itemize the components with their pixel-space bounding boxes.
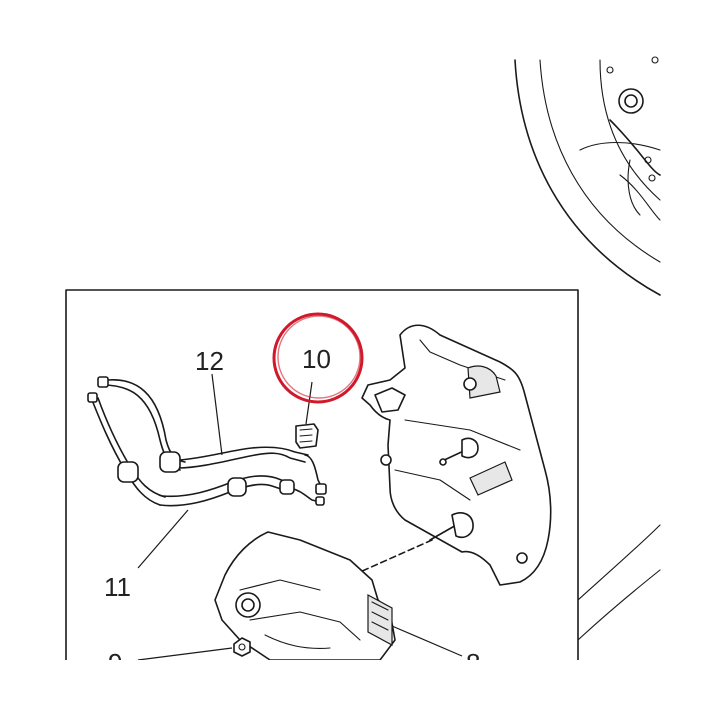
hose-12-end-cap	[97, 376, 109, 388]
leader-10	[305, 381, 313, 425]
bolt-9	[233, 637, 251, 657]
hose-11-end-cap	[87, 392, 98, 403]
callout-11: 11	[104, 572, 131, 602]
leader-11	[137, 509, 189, 569]
callout-12: 12	[195, 346, 224, 376]
leader-8	[391, 625, 463, 657]
highlight-ring	[272, 312, 364, 404]
wheel-background	[514, 56, 661, 296]
hose-11-fitting-a	[117, 461, 139, 483]
background-lines	[577, 524, 661, 641]
control-unit-8	[214, 531, 396, 661]
leader-12	[211, 373, 223, 456]
bottom-margin	[0, 660, 720, 720]
hub-icon	[618, 88, 644, 114]
leader-9	[137, 647, 233, 661]
callout-10[interactable]: 10	[302, 344, 331, 374]
hose-12-fitting-a	[159, 451, 181, 473]
hose-12	[97, 376, 327, 495]
housing-bolts	[359, 437, 479, 573]
hose-11	[87, 392, 325, 507]
leader-lines	[137, 373, 463, 661]
clip-10	[295, 423, 319, 449]
diagram-frame	[65, 289, 579, 661]
